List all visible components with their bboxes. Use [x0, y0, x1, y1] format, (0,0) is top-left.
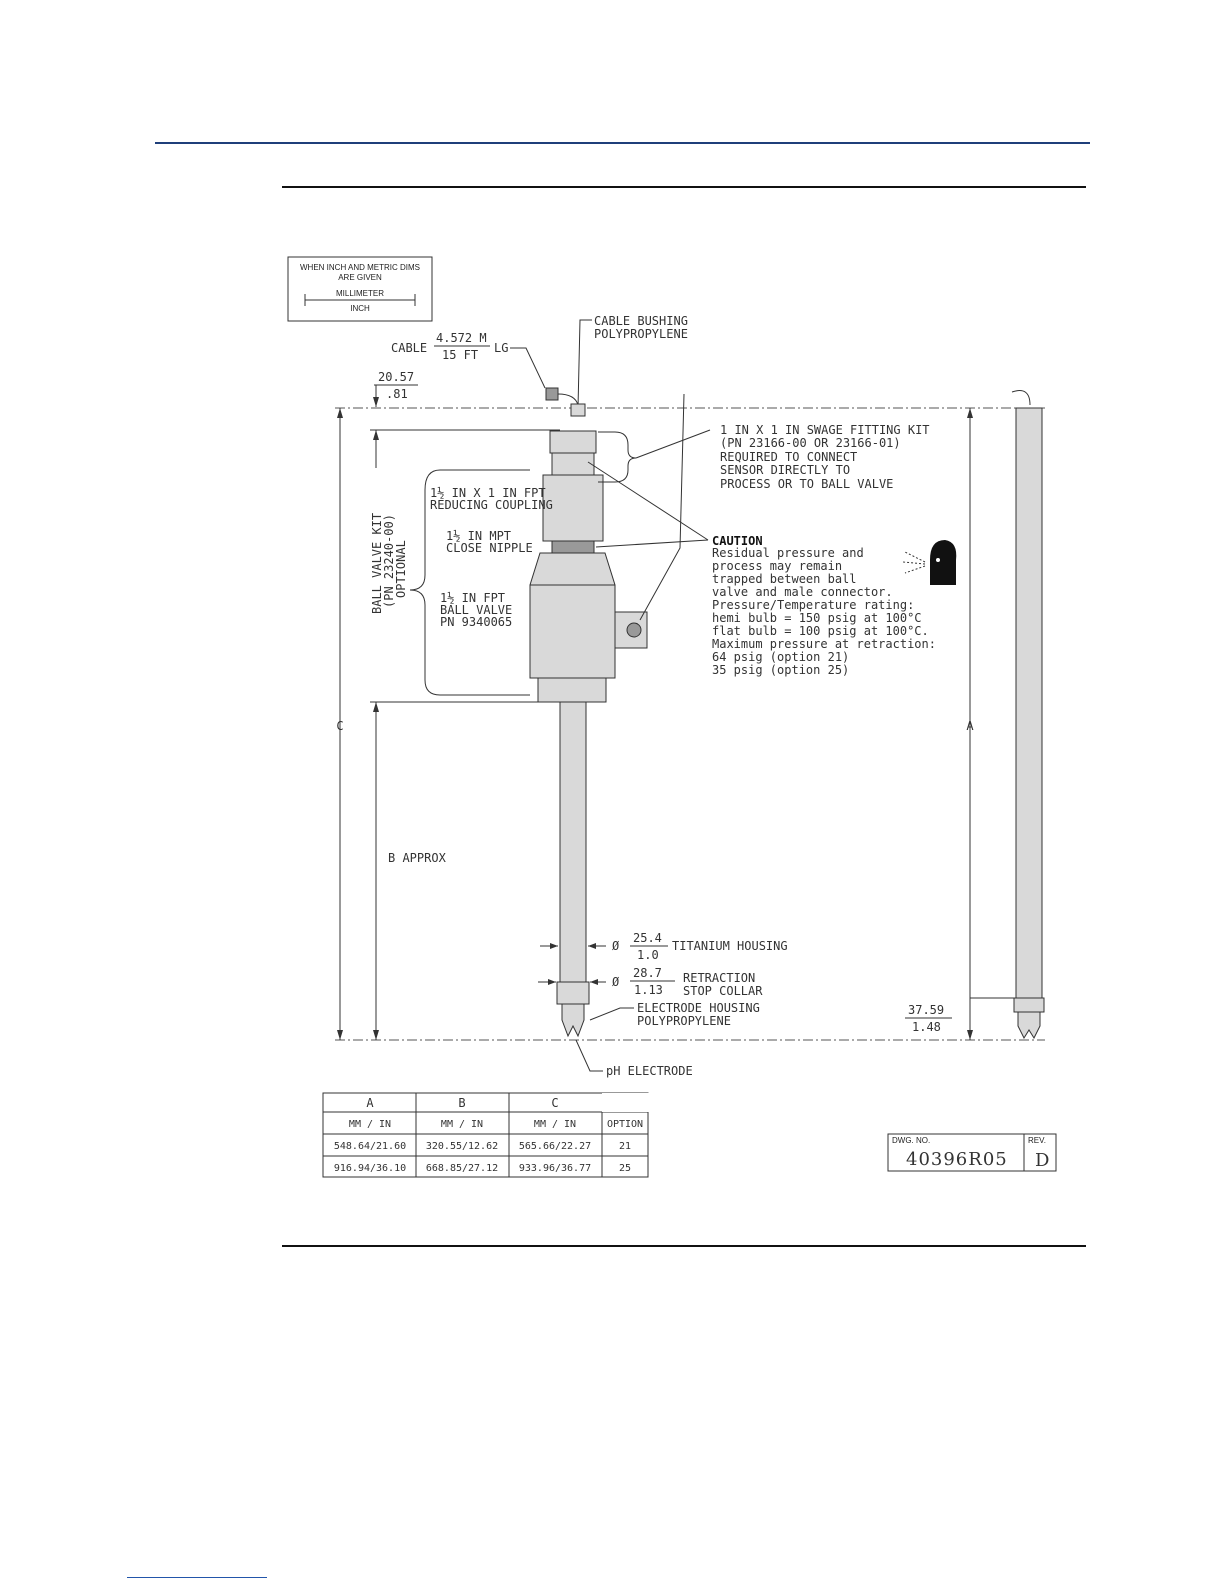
top-offset-in: .81: [386, 387, 408, 401]
caution-line10: 35 psig (option 25): [712, 663, 849, 677]
valve-line2: BALL VALVE: [440, 603, 512, 617]
dimension-b-label: B APPROX: [388, 851, 447, 865]
cable-bushing: [570, 403, 586, 417]
housing-diameter-symbol: Ø: [612, 939, 620, 953]
reducing-coupling: [542, 474, 604, 542]
table-subheader-option: OPTION: [607, 1119, 643, 1130]
table-cell: 25: [619, 1163, 631, 1174]
coupling-line2: REDUCING COUPLING: [430, 498, 553, 512]
units-legend: WHEN INCH AND METRIC DIMS ARE GIVEN MILL…: [287, 256, 433, 322]
footer-link-underline: [127, 1577, 267, 1578]
collar-diameter-symbol: Ø: [612, 975, 620, 989]
table-header-b: B: [458, 1096, 465, 1110]
cable-label: CABLE: [391, 341, 427, 355]
header-rule: [155, 142, 1090, 144]
figure-top-rule: [282, 186, 1086, 188]
swage-line5: PROCESS OR TO BALL VALVE: [720, 477, 893, 491]
ph-electrode-label: pH ELECTRODE: [606, 1064, 693, 1078]
collar-line2: STOP COLLAR: [683, 984, 763, 998]
ph-electrode: [561, 1003, 585, 1038]
right-offset-mm: 37.59: [908, 1003, 944, 1017]
coupling-line1: 1½ IN X 1 IN FPT: [430, 486, 546, 500]
right-offset-in: 1.48: [912, 1020, 941, 1034]
cable-end: [545, 387, 559, 401]
caution-line5: Pressure/Temperature rating:: [712, 598, 914, 612]
nipple-line2: CLOSE NIPPLE: [446, 541, 533, 555]
table-cell: 916.94/36.10: [334, 1163, 406, 1174]
figure-bottom-rule: [282, 1245, 1086, 1247]
table-cell: 548.64/21.60: [334, 1141, 406, 1152]
top-offset-mm: 20.57: [378, 370, 414, 384]
housing-label: TITANIUM HOUSING: [672, 939, 788, 953]
ball-valve: [529, 552, 616, 703]
pressure-spray-hazard-icon: [902, 540, 957, 585]
nipple-line1: 1½ IN MPT: [446, 529, 511, 543]
dimension-table: A B C MM / IN MM / IN MM / IN OPTION 548…: [322, 1092, 649, 1178]
electrode-housing-line2: POLYPROPYLENE: [637, 1014, 731, 1028]
swage-line2: (PN 23166-00 OR 23166-01): [720, 436, 901, 450]
caution-line3: trapped between ball: [712, 572, 857, 586]
caution-line2: process may remain: [712, 559, 842, 573]
dimension-c: C: [336, 408, 344, 1040]
caution-title: CAUTION: [712, 534, 763, 548]
table-cell: 565.66/22.27: [519, 1141, 591, 1152]
swage-nut-upper: [549, 430, 597, 454]
dimension-c-label: C: [336, 719, 343, 733]
rev-value: D: [1035, 1150, 1050, 1171]
valve-line1: 1½ IN FPT: [440, 591, 505, 605]
housing-mm: 25.4: [633, 931, 662, 945]
ball-valve-kit-line3: OPTIONAL: [394, 540, 408, 598]
table-subheader-c: MM / IN: [534, 1119, 576, 1130]
ball-valve-kit-line1: BALL VALVE KIT: [370, 513, 384, 614]
close-nipple: [551, 540, 595, 554]
cable-lg-label: LG: [494, 341, 508, 355]
electrode-housing-line1: ELECTRODE HOUSING: [637, 1001, 760, 1015]
table-cell: 933.96/36.77: [519, 1163, 591, 1174]
caution-line8: Maximum pressure at retraction:: [712, 637, 936, 651]
table-subheader-a: MM / IN: [349, 1119, 391, 1130]
legend-inch: INCH: [350, 304, 370, 313]
table-cell: 668.85/27.12: [426, 1163, 498, 1174]
cable-bushing-label: CABLE BUSHING: [594, 314, 688, 328]
cable-bushing-material: POLYPROPYLENE: [594, 327, 688, 341]
caution-line1: Residual pressure and: [712, 546, 864, 560]
caution-line9: 64 psig (option 21): [712, 650, 849, 664]
legend-line2: ARE GIVEN: [338, 273, 382, 282]
caution-line6: hemi bulb = 150 psig at 100°C: [712, 611, 922, 625]
housing-in: 1.0: [637, 948, 659, 962]
swage-line3: REQUIRED TO CONNECT: [720, 450, 857, 464]
table-cell: 320.55/12.62: [426, 1141, 498, 1152]
title-block: DWG. NO. 40396R05 REV. D: [887, 1133, 1057, 1172]
dwg-no: 40396R05: [906, 1149, 1008, 1170]
valve-line3: PN 9340065: [440, 615, 512, 629]
dimension-b: B APPROX: [373, 430, 447, 1040]
collar-line1: RETRACTION: [683, 971, 755, 985]
caution-line4: valve and male connector.: [712, 585, 893, 599]
stop-collar: [556, 981, 590, 1005]
table-cell: 21: [619, 1141, 631, 1152]
swage-nut-lower: [551, 452, 595, 476]
sensor-assembly: [529, 387, 685, 1038]
swage-line1: 1 IN X 1 IN SWAGE FITTING KIT: [720, 423, 930, 437]
dwg-no-label: DWG. NO.: [892, 1136, 930, 1145]
swage-line4: SENSOR DIRECTLY TO: [720, 463, 850, 477]
dimension-a-label: A: [966, 719, 974, 733]
collar-in: 1.13: [634, 983, 663, 997]
cable-length-ft: 15 FT: [442, 348, 478, 362]
collar-mm: 28.7: [633, 966, 662, 980]
table-header-a: A: [366, 1096, 374, 1110]
rev-label: REV.: [1028, 1136, 1046, 1145]
legend-line1: WHEN INCH AND METRIC DIMS: [300, 263, 420, 272]
titanium-housing: [559, 701, 587, 983]
table-header-c: C: [551, 1096, 558, 1110]
retracted-side-view: [1011, 390, 1045, 1040]
legend-millimeter: MILLIMETER: [336, 289, 384, 298]
dimension-a: A: [966, 408, 974, 1040]
cable-length-mm: 4.572 M: [436, 331, 487, 345]
caution-line7: flat bulb = 100 psig at 100°C.: [712, 624, 929, 638]
ball-valve-kit-line2: (PN 23240-00): [382, 514, 396, 608]
table-subheader-b: MM / IN: [441, 1119, 483, 1130]
